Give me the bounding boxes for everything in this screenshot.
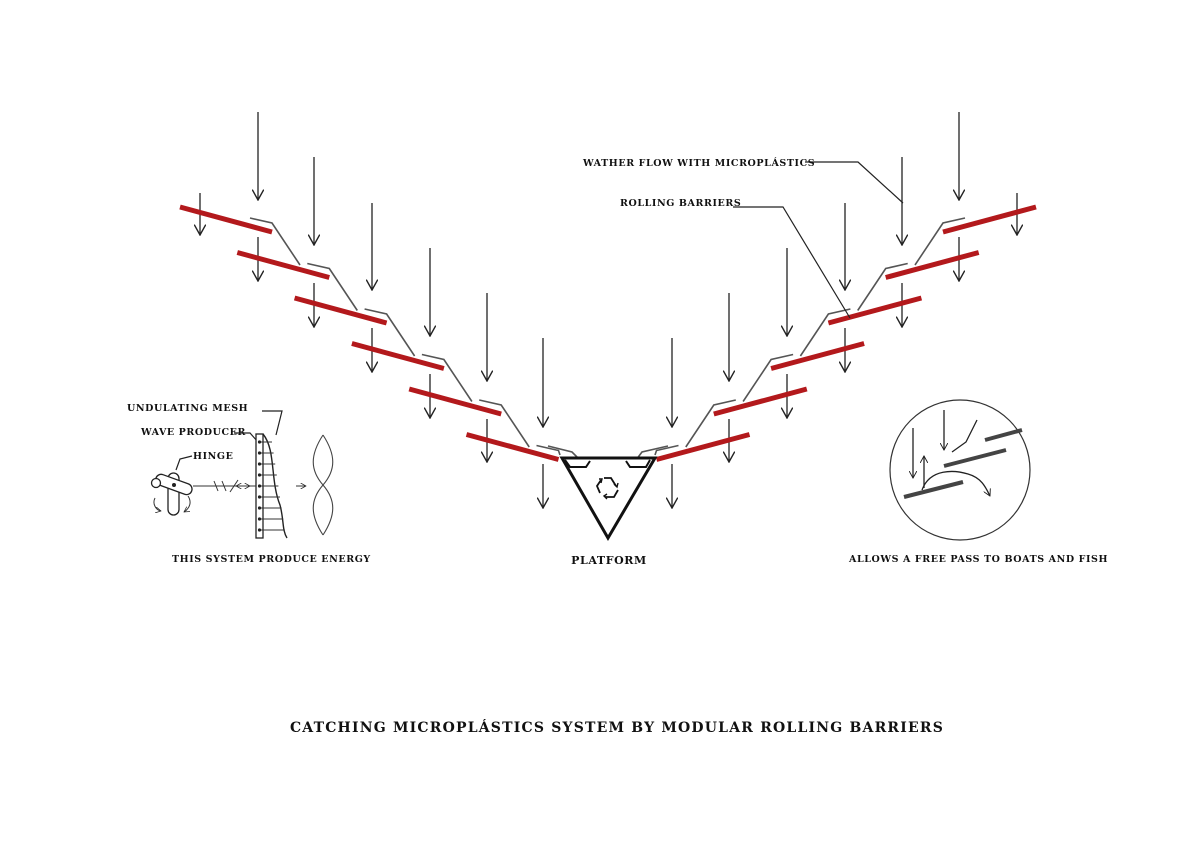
free-pass-caption: ALLOWS A FREE PASS TO BOATS AND FISH (848, 554, 1108, 565)
connector-right-4 (742, 353, 794, 402)
drive-rod (193, 479, 256, 493)
connector-left-3 (364, 308, 416, 357)
mesh-rungs (257, 440, 285, 532)
connector-right-6 (654, 444, 679, 456)
connector-right-3 (799, 308, 851, 357)
barrier-right-1 (942, 204, 1037, 235)
water-flow-leader (805, 161, 904, 204)
connector-left-4 (421, 353, 473, 402)
connector-left-1 (249, 217, 301, 266)
detail-barrier-top (984, 428, 1023, 442)
connector-right-2 (857, 262, 908, 311)
barrier-right-5 (713, 386, 808, 417)
hinge-label: HINGE (193, 451, 233, 462)
undulating-mesh-leader (262, 410, 283, 436)
connector-left-6 (536, 444, 561, 456)
recycle-icon (595, 477, 619, 500)
platform-deck-right (625, 459, 651, 468)
platform-label: PLATFORM (571, 554, 647, 567)
free-pass-circle (889, 399, 1031, 541)
mesh-node-8 (257, 517, 262, 521)
barrier-left-5 (408, 386, 502, 417)
connector-left-5 (479, 399, 530, 448)
connector-left-2 (307, 262, 358, 311)
mesh-node-2 (257, 451, 262, 455)
water-flow-arrows (200, 112, 1017, 508)
mesh-node-9 (257, 528, 262, 532)
hinge-leader (175, 455, 193, 471)
detail-barrier-low (903, 480, 964, 499)
mesh-node-4 (257, 473, 262, 477)
energy-caption: THIS SYSTEM PRODUCE ENERGY (172, 554, 371, 565)
detail-barrier-mid (943, 448, 1007, 468)
wave-form-icon (312, 434, 334, 536)
barrier-right-6 (655, 432, 751, 462)
rolling-barriers-leader (733, 206, 851, 319)
detail-flow-arrow-3 (951, 419, 978, 453)
wave-producer-detail: UNDULATING MESH WAVE PRODUCER HINGE (127, 403, 371, 565)
barrier-connectors (249, 217, 966, 461)
barrier-right-4 (770, 341, 865, 371)
mesh-node-1 (257, 440, 262, 444)
rolling-barriers-label: ROLLING BARRIERS (620, 198, 741, 209)
water-flow-label: WATHER FLOW WITH MICROPLÁSTICS (582, 157, 815, 169)
connector-right-5 (685, 399, 736, 448)
platform-hull (559, 456, 658, 541)
hinge-icon (150, 472, 193, 516)
connector-right-1 (914, 217, 966, 266)
barrier-left-6 (465, 432, 560, 462)
wave-producer-leader (234, 432, 259, 443)
platform-deck-left (564, 459, 591, 468)
barrier-left-1 (179, 204, 273, 235)
barrier-left-3 (293, 295, 388, 326)
barrier-left-4 (351, 341, 445, 371)
free-pass-detail: ALLOWS A FREE PASS TO BOATS AND FISH (848, 399, 1108, 565)
detail-pass-arrow (921, 470, 990, 496)
mesh-node-7 (257, 506, 262, 510)
page-title: CATCHING MICROPLÁSTICS SYSTEM BY MODULAR… (290, 718, 944, 736)
barrier-right-3 (827, 295, 923, 326)
mesh-node-5 (257, 484, 262, 488)
barrier-left-2 (236, 250, 330, 280)
rolling-barriers (179, 204, 1037, 462)
wave-producer-label: WAVE PRODUCER (140, 427, 246, 438)
mesh-node-3 (257, 462, 262, 466)
undulating-mesh-label: UNDULATING MESH (127, 403, 248, 414)
platform (559, 456, 658, 541)
mesh-node-6 (257, 495, 262, 499)
barrier-right-2 (885, 250, 980, 280)
